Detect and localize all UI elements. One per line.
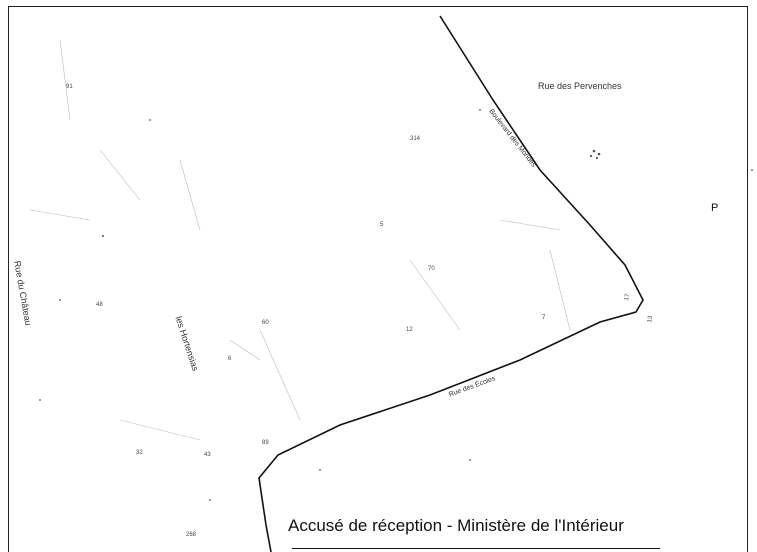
parcel-number: 89 <box>262 440 269 446</box>
parcel-number: 91 <box>66 84 73 90</box>
parcel-number: 43 <box>204 452 211 458</box>
parcel-number: 70 <box>428 266 435 272</box>
parcel-number: 48 <box>96 302 103 308</box>
commune-boundary <box>258 15 644 552</box>
parcel-number: 314 <box>410 136 421 142</box>
map-dots <box>39 109 753 501</box>
caption-underline <box>292 548 660 549</box>
street-label-pervenches: Rue des Pervenches <box>538 81 622 91</box>
caption-text: Accusé de réception - Ministère de l'Int… <box>288 516 624 535</box>
parcel-number: 60 <box>262 320 269 326</box>
parcel-lines <box>29 39 571 441</box>
parcel-number: 17 <box>624 293 632 302</box>
parcel-number: 5 <box>380 222 384 228</box>
parcel-number: 268 <box>186 532 197 538</box>
parcel-number: 6 <box>228 356 232 362</box>
parcel-number: 7 <box>542 315 546 321</box>
parcel-number: 13 <box>647 315 655 324</box>
map-marker-p: P <box>711 202 719 214</box>
parcel-number: 32 <box>136 450 143 456</box>
parcel-number: 12 <box>406 327 413 333</box>
